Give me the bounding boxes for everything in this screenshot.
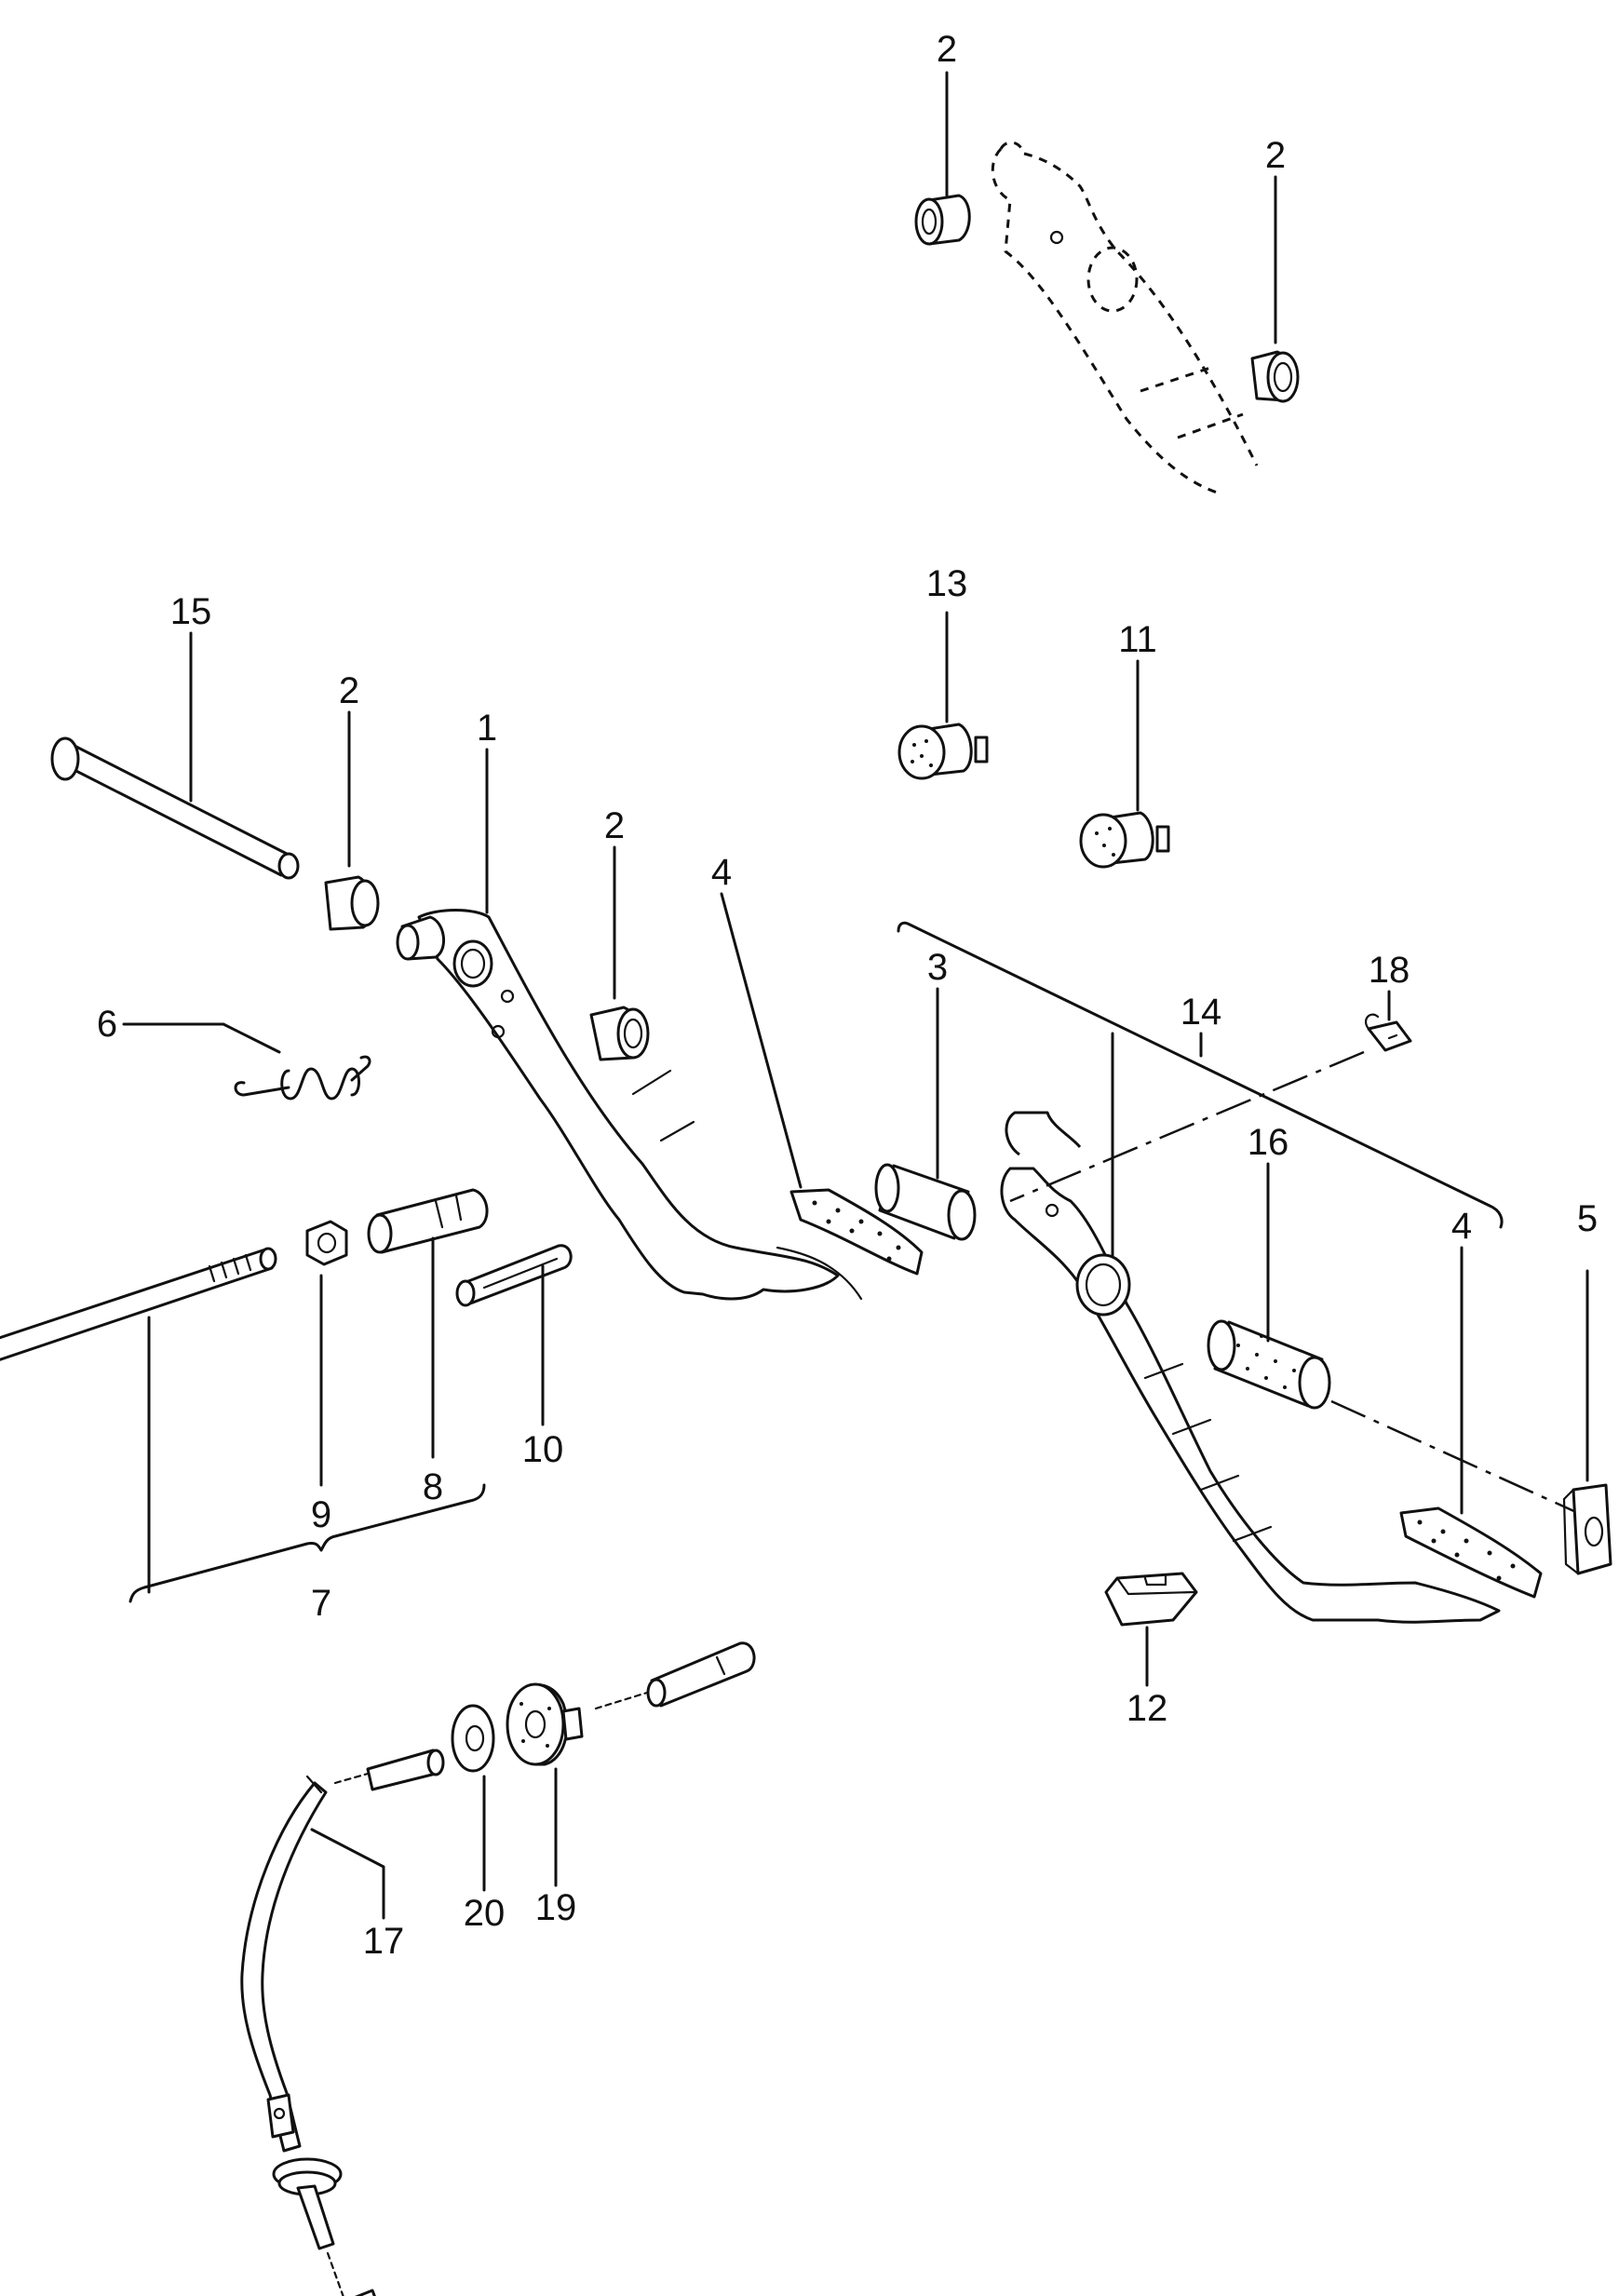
callout-5: 5: [1577, 1198, 1598, 1239]
sleeve-3: [874, 1163, 977, 1241]
rubber-sleeve-16: [1207, 1319, 1331, 1410]
clevis-8: [367, 1188, 489, 1254]
pushrod-sleeve: [594, 1641, 756, 1710]
clevis-pin-10: [455, 1244, 573, 1307]
callout-18: 18: [1369, 950, 1410, 991]
rubber-button-11: [1079, 811, 1170, 869]
bushing-mid: [589, 1006, 650, 1061]
pedal-pad-left: [789, 1188, 924, 1276]
rubber-button-13: [897, 723, 989, 780]
bushing-top-a: [914, 194, 971, 246]
callout-9: 9: [311, 1494, 331, 1535]
callout-2-topright: 2: [1265, 135, 1286, 176]
callout-11: 11: [1118, 619, 1157, 660]
callout-7: 7: [311, 1583, 331, 1624]
callout-labels: 2 2 15 2 1 2 4 13 11 6 3 14 18 16 4 5 9 …: [97, 29, 1598, 1962]
pedal-pad-right: [1399, 1506, 1543, 1599]
bracket-7: [128, 1483, 486, 1603]
callout-13: 13: [926, 563, 968, 604]
washer-20: [451, 1704, 495, 1773]
push-rod: [0, 1247, 277, 1361]
callout-20: 20: [464, 1893, 506, 1934]
callout-10: 10: [522, 1429, 564, 1470]
callout-6: 6: [97, 1004, 117, 1045]
retainer-clip-5: [1562, 1483, 1612, 1575]
brake-pedal-arm: [1000, 1111, 1501, 1624]
callout-4-right: 4: [1451, 1206, 1472, 1247]
callout-2-left: 2: [339, 670, 359, 711]
callout-2-top: 2: [937, 29, 957, 70]
cable-17: [240, 1749, 445, 2296]
clip-18: [1364, 1013, 1412, 1052]
callout-16: 16: [1248, 1122, 1289, 1163]
lock-nut-9: [305, 1220, 348, 1266]
callout-19: 19: [535, 1887, 577, 1928]
bushing-top-b: [1250, 350, 1300, 403]
clutch-pedal-arm: [396, 909, 863, 1301]
callout-17: 17: [363, 1921, 405, 1962]
callout-3: 3: [927, 947, 948, 988]
return-spring: [234, 1055, 371, 1101]
callout-2-mid: 2: [604, 805, 625, 846]
bracket-14: [897, 921, 1504, 1229]
stop-block-12: [1104, 1572, 1198, 1627]
pivot-shaft: [50, 736, 300, 880]
callout-15: 15: [170, 591, 212, 632]
alignment-axis-lower: [1330, 1399, 1579, 1515]
bushing-left: [324, 875, 380, 931]
callout-1: 1: [477, 708, 497, 749]
dashed-mount-bracket: [991, 141, 1259, 495]
callout-4-left: 4: [711, 852, 732, 893]
callout-12: 12: [1127, 1688, 1168, 1729]
alignment-axis-upper: [1009, 1050, 1365, 1203]
callout-8: 8: [423, 1466, 443, 1507]
callout-14: 14: [1181, 992, 1222, 1033]
rubber-grommet-19: [506, 1682, 584, 1766]
